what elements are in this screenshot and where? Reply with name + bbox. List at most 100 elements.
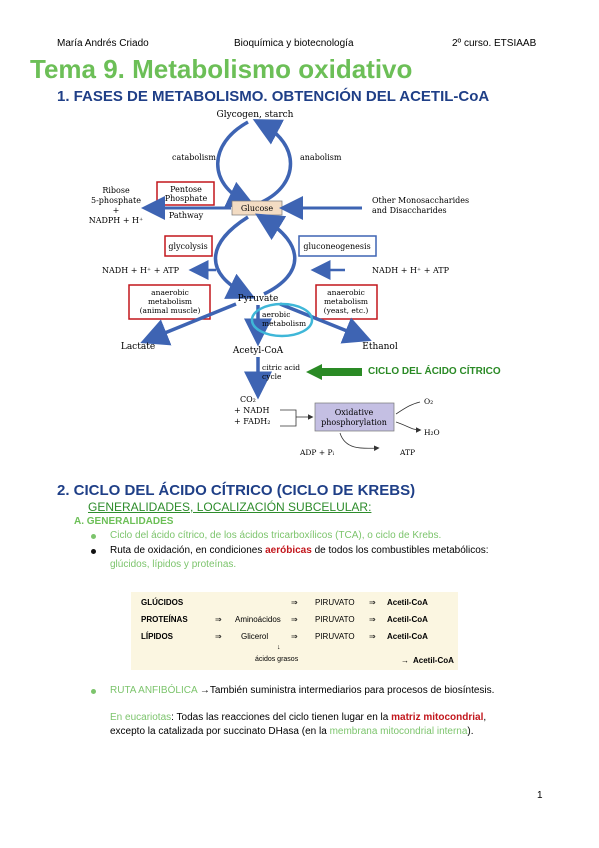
table-cell: PROTEÍNAS xyxy=(141,615,188,624)
header-author: María Andrés Criado xyxy=(57,38,149,49)
table-cell: PIRUVATO xyxy=(315,598,355,607)
arrow-icon: → xyxy=(401,656,409,665)
section-2-heading: 2. CICLO DEL ÁCIDO CÍTRICO (CICLO DE KRE… xyxy=(57,482,416,499)
table-cell: ⇒ xyxy=(291,632,298,641)
catabolism-arrow xyxy=(216,120,256,208)
anaerobic-left-label: anaerobic xyxy=(151,288,189,297)
ciclo-acido-citrico-label: CICLO DEL ÁCIDO CÍTRICO xyxy=(368,364,501,377)
nadph-label: NADPH + H⁺ xyxy=(89,216,144,225)
aerobic-highlight xyxy=(250,302,314,338)
table-cell: ⇒ xyxy=(369,632,376,641)
phosphate-label: Phosphate xyxy=(165,194,208,203)
glycogen-label: Glycogen, starch xyxy=(217,110,294,120)
bullet-2-line-2: glúcidos, lípidos y proteínas. xyxy=(110,559,237,570)
table-cell: ⇒ xyxy=(369,598,376,607)
table-cell: ⇒ xyxy=(291,598,298,607)
ethanol-label: Ethanol xyxy=(362,342,398,352)
pentose-label: Pentose xyxy=(170,185,202,194)
lactate-arrow xyxy=(140,302,237,346)
catabolism-label: catabolism xyxy=(172,153,216,162)
anabolism-arrow xyxy=(252,119,293,204)
gluconeogenesis-box xyxy=(298,235,377,257)
co2-label: CO₂ xyxy=(240,395,256,404)
matriz-mitocondrial-highlight: matriz mitocondrial xyxy=(391,712,484,723)
nadh-right-label: NADH + H⁺ + ATP xyxy=(372,266,450,275)
atp-label: ATP xyxy=(399,448,415,457)
phosphorylation-label: phosphorylation xyxy=(321,418,387,427)
table-cell: ⇒ xyxy=(291,615,298,624)
ribose-5-phosphate-label: 5-phosphate xyxy=(91,196,141,205)
paragraph-eucariotas-line-2: excepto la catalizada por succinato DHas… xyxy=(110,726,474,737)
oxidative-label: Oxidative xyxy=(335,408,374,417)
table-cell: Acetil-CoA xyxy=(387,615,428,624)
table-cell: Acetil-CoA xyxy=(387,632,428,641)
disaccharides-label: and Disaccharides xyxy=(372,206,447,215)
h2o-label: H₂O xyxy=(424,428,440,437)
table-cell: ácidos grasos xyxy=(255,656,299,663)
metabolism-right-label: metabolism xyxy=(324,297,368,306)
atp-arrow xyxy=(339,432,380,452)
gluconeogenesis-arrow xyxy=(255,213,297,296)
header-course: 2º curso. ETSIAAB xyxy=(452,38,537,49)
glycolysis-label: glycolysis xyxy=(168,242,207,251)
pyruvate-label: Pyruvate xyxy=(238,294,279,304)
acetyl-coa-label: Acetyl-CoA xyxy=(232,346,284,356)
metabolism-left-label: metabolism xyxy=(148,297,192,306)
page-title: Tema 9. Metabolismo oxidativo xyxy=(30,54,413,84)
nadh-plus-label: + NADH xyxy=(234,406,269,415)
table-cell: PIRUVATO xyxy=(315,632,355,641)
oxidative-phosphorylation-box xyxy=(314,402,395,432)
bullet-2-text: Ruta de oxidación, en condiciones aeróbi… xyxy=(110,545,489,556)
table-cell: PIRUVATO xyxy=(315,615,355,624)
cycle-label: cycle xyxy=(262,372,282,381)
table-cell: Acetil-CoA xyxy=(387,598,428,607)
animal-muscle-label: (animal muscle) xyxy=(140,306,201,315)
o2-label: O₂ xyxy=(424,397,433,406)
anabolism-label: anabolism xyxy=(300,153,342,162)
table-cell: ⇒ xyxy=(369,615,376,624)
down-arrow-icon: ↓ xyxy=(277,644,281,651)
plus-label: + xyxy=(113,206,120,215)
table-cell: Glicerol xyxy=(241,632,269,641)
metabolism-diagram: Glycogen, starch catabolism anabolism Gl… xyxy=(89,110,501,457)
adp-label: ADP + Pᵢ xyxy=(299,448,335,457)
bullet-1-text: Ciclo del ácido cítrico, de los ácidos t… xyxy=(110,530,442,541)
anaerobic-right-label: anaerobic xyxy=(327,288,365,297)
subsection-a-heading: A. GENERALIDADES xyxy=(74,516,174,527)
o2-line xyxy=(395,401,421,415)
glycolysis-arrow xyxy=(213,215,256,299)
bullet-dot xyxy=(91,689,96,694)
section-1-heading: 1. FASES DE METABOLISMO. OBTENCIÓN DEL A… xyxy=(57,88,490,105)
anaerobic-muscle-box xyxy=(128,284,211,320)
aerobic-label: aerobic xyxy=(262,310,290,319)
table-cell: Aminoácidos xyxy=(235,615,281,624)
bullet-dot xyxy=(91,534,96,539)
fuel-table: GLÚCIDOS ⇒ PIRUVATO ⇒ Acetil-CoA PROTEÍN… xyxy=(131,592,458,670)
gluconeogenesis-label: gluconeogenesis xyxy=(303,242,370,251)
nadh-left-label: NADH + H⁺ + ATP xyxy=(102,266,180,275)
pentose-box xyxy=(156,181,215,206)
table-cell: Acetil-CoA xyxy=(413,656,454,665)
yeast-label: (yeast, etc.) xyxy=(324,306,369,315)
pathway-label: Pathway xyxy=(169,211,204,220)
glycolysis-box xyxy=(164,235,213,257)
bracket xyxy=(280,409,297,427)
paragraph-eucariotas-line-1: En eucariotas: Todas las reacciones del … xyxy=(110,712,487,723)
aerobicas-highlight: aeróbicas xyxy=(265,545,312,556)
aerobic-metabolism-label: metabolism xyxy=(262,319,306,328)
page-number: 1 xyxy=(537,790,543,801)
citric-acid-label: citric acid xyxy=(262,363,300,372)
table-cell: ⇒ xyxy=(215,615,222,624)
h2o-arrow xyxy=(395,421,422,433)
table-cell: LÍPIDOS xyxy=(141,632,174,641)
green-arrow-icon xyxy=(306,364,362,380)
subheading: GENERALIDADES, LOCALIZACIÓN SUBCELULAR: xyxy=(88,500,372,514)
header-subject: Bioquímica y biotecnología xyxy=(234,38,354,49)
lactate-label: Lactate xyxy=(121,342,155,352)
ribose-label: Ribose xyxy=(102,186,130,195)
ethanol-arrow xyxy=(279,302,372,344)
table-cell: ⇒ xyxy=(215,632,222,641)
bullet-3-text: RUTA ANFIBÓLICA →También suministra inte… xyxy=(110,685,495,696)
fadh2-label: + FADH₂ xyxy=(234,417,270,426)
table-cell: GLÚCIDOS xyxy=(141,598,184,607)
